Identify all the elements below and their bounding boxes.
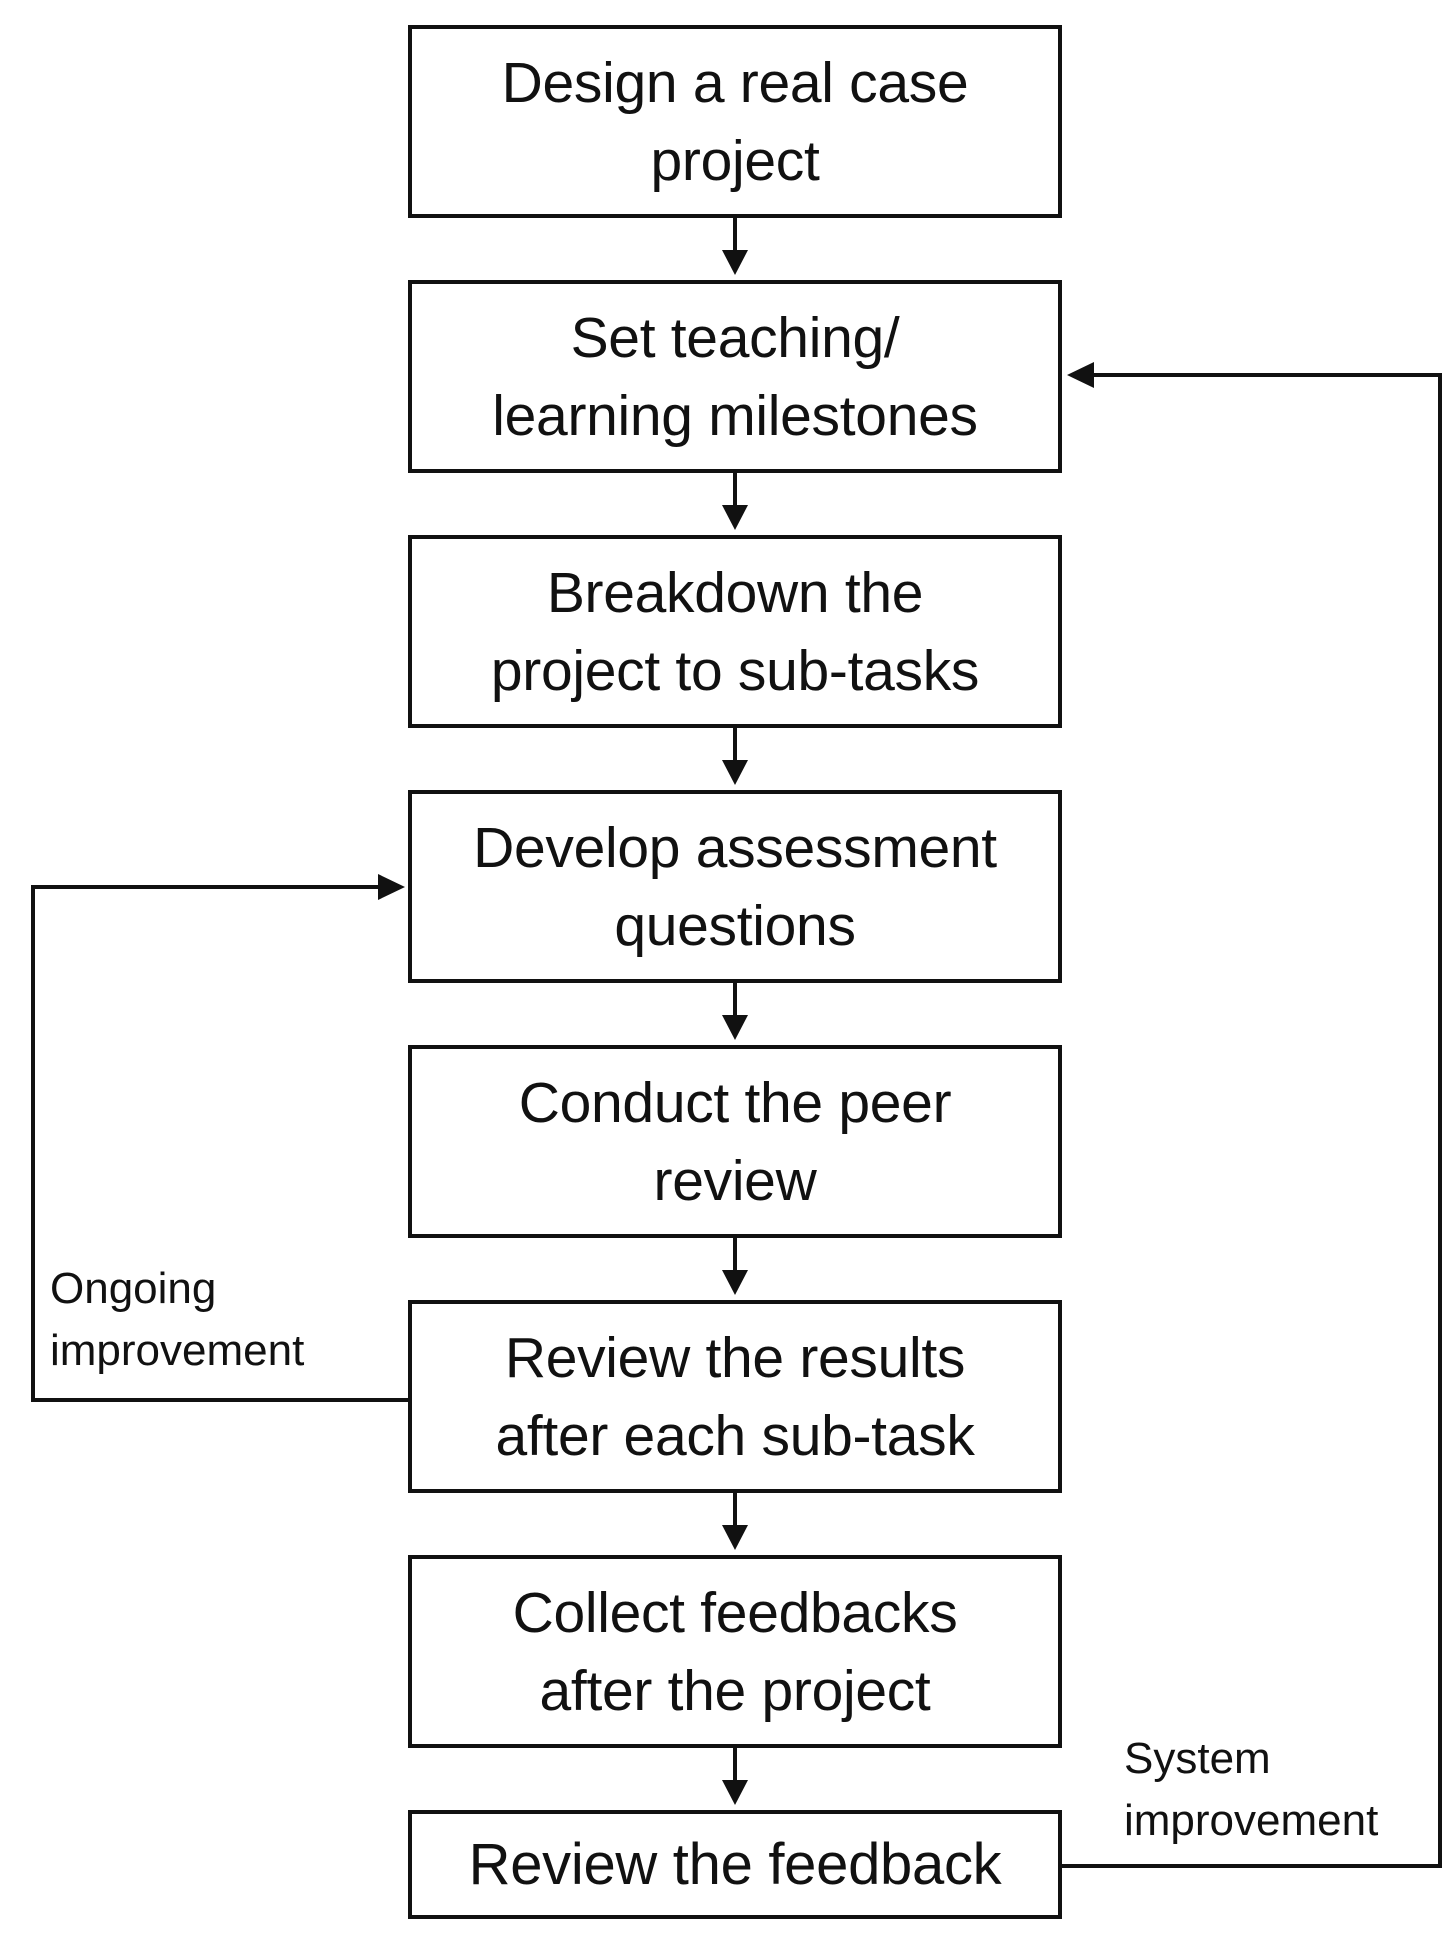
step-label: Design a real case project (501, 50, 969, 193)
step-design-project: Design a real case project (408, 25, 1062, 218)
step-collect-feedbacks: Collect feedbacks after the project (408, 1555, 1062, 1748)
step-label: Collect feedbacks after the project (512, 1580, 958, 1723)
step-label: Review the feedback (468, 1831, 1002, 1897)
flow-arrow-1-2 (722, 218, 748, 275)
step-label: Conduct the peer review (518, 1070, 952, 1213)
flow-arrow-4-5 (722, 983, 748, 1040)
system-improvement-label: System improvement (1124, 1734, 1379, 1845)
flow-arrow-5-6 (722, 1238, 748, 1295)
step-label: Breakdown the project to sub-tasks (490, 560, 980, 703)
step-conduct-peer-review: Conduct the peer review (408, 1045, 1062, 1238)
flow-arrow-7-8 (722, 1748, 748, 1805)
step-breakdown-project: Breakdown the project to sub-tasks (408, 535, 1062, 728)
step-label: Develop assessment questions (473, 815, 997, 958)
step-review-feedback: Review the feedback (408, 1810, 1062, 1919)
ongoing-improvement-loop (31, 874, 408, 1402)
ongoing-improvement-label: Ongoing improvement (50, 1264, 305, 1375)
step-label: Set teaching/ learning milestones (492, 305, 978, 448)
flow-arrow-3-4 (722, 728, 748, 785)
step-develop-questions: Develop assessment questions (408, 790, 1062, 983)
step-review-results: Review the results after each sub-task (408, 1300, 1062, 1493)
step-label: Review the results after each sub-task (495, 1325, 975, 1468)
flow-arrow-6-7 (722, 1493, 748, 1550)
step-set-milestones: Set teaching/ learning milestones (408, 280, 1062, 473)
flow-arrow-2-3 (722, 473, 748, 530)
system-improvement-loop (1062, 362, 1442, 1868)
